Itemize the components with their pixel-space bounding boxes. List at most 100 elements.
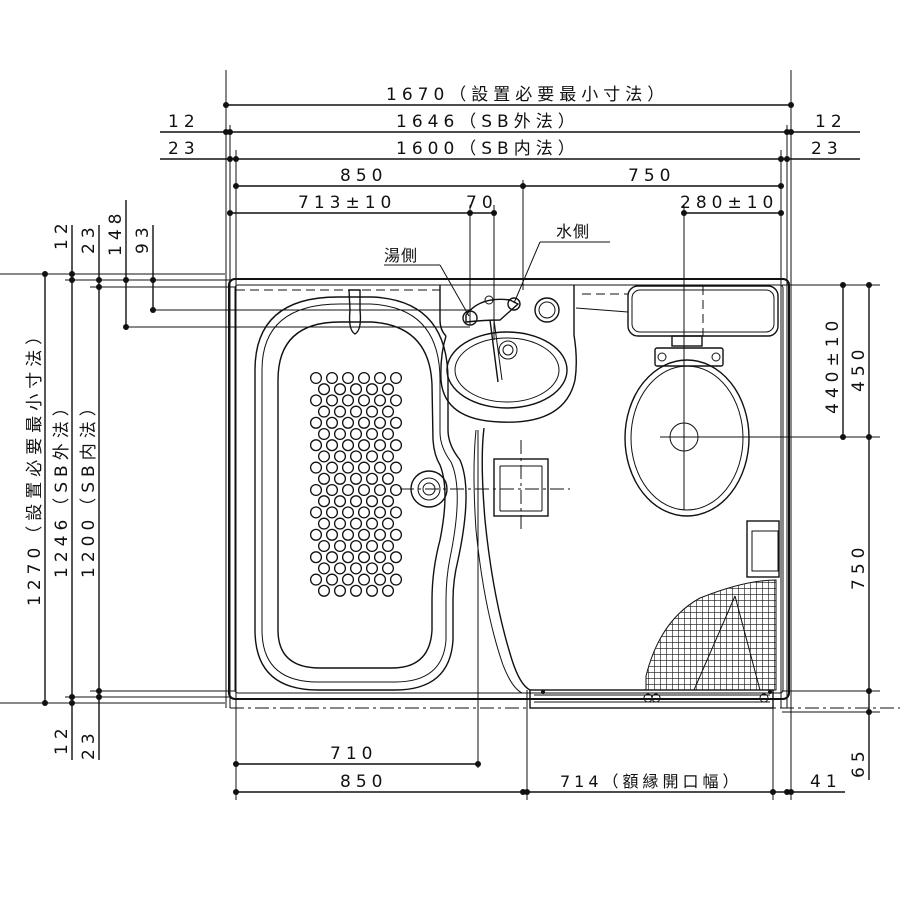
- dimple-hole: [381, 495, 395, 508]
- dim-top-left-23: 23: [168, 139, 200, 159]
- dimple-hole: [381, 584, 395, 597]
- dimple-hole: [365, 517, 379, 530]
- dimple-hole: [333, 472, 347, 485]
- dimple-hole: [373, 573, 387, 586]
- dimple-hole: [389, 551, 403, 564]
- horizontal-extension-lines: [0, 273, 880, 713]
- dimple-hole: [333, 562, 347, 575]
- door: [230, 579, 900, 709]
- dimple-hole: [389, 394, 403, 407]
- dimple-hole: [341, 551, 355, 564]
- dim-left-bottom-23: 23: [79, 728, 99, 760]
- dimple-hole: [349, 539, 363, 553]
- dim-top-wash-750: 750: [628, 166, 675, 186]
- dimple-hole: [381, 517, 395, 530]
- dimple-hole: [333, 584, 347, 597]
- dim-bottom-bath-850: 850: [340, 772, 387, 792]
- dimple-hole: [349, 383, 363, 396]
- dim-left-overall: 1270（設置必要最小寸法）: [25, 323, 45, 606]
- left-dimensions: 1270（設置必要最小寸法） 1246（SB外法） 12 12 1200（SB内…: [25, 200, 156, 760]
- top-dimensions: 1670（設置必要最小寸法） 12 1646（SB外法） 12 23 1600（…: [160, 85, 860, 216]
- dim-top-left-12: 12: [168, 112, 200, 132]
- label-water-side: 水側: [556, 222, 590, 241]
- dim-top-sb-inner: 1600（SB内法）: [396, 139, 580, 159]
- dimple-hole: [373, 506, 387, 519]
- dimple-hole: [365, 450, 379, 463]
- dimple-hole: [317, 450, 331, 463]
- dimple-hole: [309, 461, 323, 474]
- vertical-extension-lines: [225, 70, 792, 800]
- labels: 湯側 水側: [384, 222, 610, 317]
- dimple-hole: [325, 506, 339, 519]
- dimple-hole: [317, 539, 331, 553]
- dimple-hole: [333, 450, 347, 463]
- dimple-hole: [365, 383, 379, 396]
- dimple-hole: [349, 472, 363, 485]
- dimple-hole: [357, 371, 371, 385]
- dim-top-right-23: 23: [811, 139, 843, 159]
- dimple-hole: [357, 416, 371, 429]
- bottom-dimensions: 710 850 714（額縁開口幅） 41: [233, 744, 845, 795]
- dimple-hole: [349, 450, 363, 463]
- dimple-hole: [341, 371, 355, 385]
- dim-top-faucet-713: 713±10: [298, 193, 396, 213]
- dimple-hole: [373, 528, 387, 541]
- dimple-hole: [349, 584, 363, 597]
- toilet: [582, 285, 780, 578]
- dimple-hole: [317, 517, 331, 530]
- dimple-hole: [325, 416, 339, 429]
- dimple-hole: [389, 461, 403, 474]
- dimple-hole: [381, 427, 395, 441]
- dimple-hole: [309, 528, 323, 541]
- room-outline: [228, 278, 790, 700]
- dimple-hole: [341, 528, 355, 541]
- dimple-hole: [309, 416, 323, 429]
- dimple-hole: [373, 461, 387, 474]
- dim-left-top-148: 148: [106, 209, 126, 256]
- dimple-hole: [389, 506, 403, 519]
- dimple-hole: [389, 416, 403, 429]
- dimple-hole: [365, 495, 379, 508]
- dim-left-top-23: 23: [79, 222, 99, 254]
- dimple-hole: [325, 573, 339, 586]
- dimple-hole: [349, 427, 363, 441]
- dimple-hole: [381, 450, 395, 463]
- dimple-hole: [317, 383, 331, 396]
- right-dimensions: 440±10 450 750 65: [823, 282, 872, 780]
- dimple-hole: [325, 483, 339, 497]
- dim-top-bath-850: 850: [340, 166, 387, 186]
- dimple-hole: [341, 394, 355, 407]
- dimple-hole: [341, 506, 355, 519]
- dimple-hole: [357, 483, 371, 497]
- dimple-hole: [333, 495, 347, 508]
- dimple-hole: [309, 506, 323, 519]
- dimple-hole: [373, 439, 387, 452]
- dimple-hole: [389, 573, 403, 586]
- dim-right-lower-750: 750: [849, 543, 869, 590]
- dimple-hole: [317, 405, 331, 418]
- dimple-hole: [325, 439, 339, 452]
- dimple-hole: [333, 383, 347, 396]
- dimple-hole: [325, 394, 339, 407]
- dimple-hole: [309, 551, 323, 564]
- dimple-hole: [317, 472, 331, 485]
- dimple-hole: [325, 461, 339, 474]
- dimple-hole: [325, 371, 339, 385]
- dim-bottom-door-714: 714（額縁開口幅）: [560, 772, 743, 791]
- dimple-hole: [381, 405, 395, 418]
- dimple-hole: [365, 562, 379, 575]
- bathtub-dimple-pattern: [309, 371, 403, 597]
- dimple-hole: [365, 472, 379, 485]
- dimple-hole: [309, 483, 323, 497]
- dimple-hole: [365, 539, 379, 553]
- dim-bottom-drain-710: 710: [330, 744, 377, 764]
- dim-top-overall: 1670（設置必要最小寸法）: [386, 85, 669, 105]
- washbasin-counter: [439, 285, 629, 423]
- dim-left-sb-inner: 1200（SB内法）: [79, 394, 99, 578]
- dimple-hole: [317, 584, 331, 597]
- dimple-hole: [373, 371, 387, 385]
- dimple-hole: [341, 416, 355, 429]
- dim-left-top-93: 93: [133, 222, 153, 254]
- dim-right-door-65: 65: [849, 746, 869, 778]
